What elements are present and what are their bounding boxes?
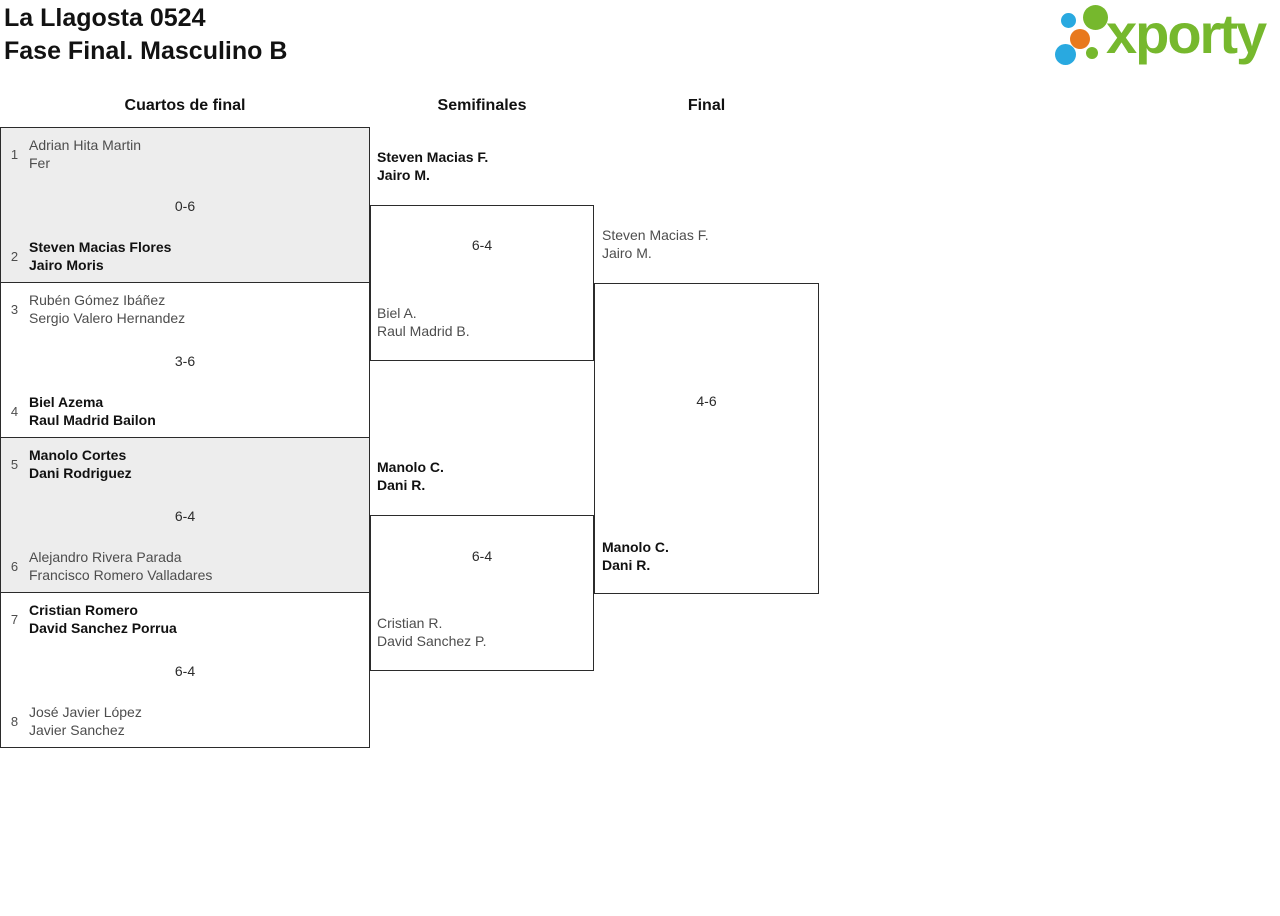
team-names: Steven Macias Flores Jairo Moris [29, 238, 171, 274]
match-score: 3-6 [174, 353, 196, 369]
team-slot-bottom: 8 José Javier López Javier Sanchez [8, 703, 361, 739]
team-names: Cristian Romero David Sanchez Porrua [29, 601, 177, 637]
team-name-line1: Steven Macias F. [602, 227, 709, 243]
seed-number: 3 [10, 301, 19, 317]
page-subtitle: Fase Final. Masculino B [4, 37, 288, 65]
final-team-top: Steven Macias F. Jairo M. [602, 226, 709, 262]
round-header-final: Final [687, 97, 726, 114]
team-name-line2: Jairo M. [602, 245, 652, 261]
semifinal-1-score: 6-4 [471, 237, 493, 253]
team-name-line1: Cristian R. [377, 615, 443, 631]
team-name-line1: Manolo C. [377, 459, 444, 475]
team-name-line2: David Sanchez P. [377, 633, 487, 649]
team-slot-top: 5 Manolo Cortes Dani Rodriguez [8, 446, 361, 482]
team-name-line2: Javier Sanchez [29, 722, 125, 738]
semifinal-1-team-bottom: Biel A. Raul Madrid B. [377, 304, 470, 340]
match-quarterfinal-1: 1 Adrian Hita Martin Fer 0-6 2 Steven Ma… [0, 127, 370, 283]
match-quarterfinal-2: 3 Rubén Gómez Ibáñez Sergio Valero Herna… [0, 282, 370, 438]
semifinal-2-score: 6-4 [471, 548, 493, 564]
team-names: Manolo Cortes Dani Rodriguez [29, 446, 132, 482]
team-slot-top: 1 Adrian Hita Martin Fer [8, 136, 361, 172]
seed-number: 4 [10, 403, 19, 419]
round-header-semifinals: Semifinales [437, 97, 527, 114]
semifinal-2-team-bottom: Cristian R. David Sanchez P. [377, 614, 486, 650]
team-name-line1: José Javier López [29, 704, 142, 720]
team-name-line1: Cristian Romero [29, 602, 138, 618]
logo-dot-blue-small-icon [1061, 13, 1076, 28]
team-name-line1: Adrian Hita Martin [29, 137, 142, 153]
logo-dot-blue-large-icon [1055, 44, 1076, 65]
xporty-logo[interactable]: xporty [1048, 0, 1278, 72]
page-title-block: La Llagosta 0524 Fase Final. Masculino B [4, 2, 287, 68]
team-slot-bottom: 4 Biel Azema Raul Madrid Bailon [8, 393, 361, 429]
final-team-bottom: Manolo C. Dani R. [602, 538, 669, 574]
team-name-line1: Alejandro Rivera Parada [29, 549, 182, 565]
match-quarterfinal-3: 5 Manolo Cortes Dani Rodriguez 6-4 6 Ale… [0, 437, 370, 593]
team-name-line2: Raul Madrid Bailon [29, 412, 156, 428]
team-name-line1: Steven Macias F. [377, 149, 489, 165]
match-score: 6-4 [174, 508, 196, 524]
team-slot-bottom: 2 Steven Macias Flores Jairo Moris [8, 238, 361, 274]
match-score: 0-6 [174, 198, 196, 214]
seed-number: 7 [10, 611, 19, 627]
team-name-line2: David Sanchez Porrua [29, 620, 177, 636]
match-semifinal-1-box [370, 205, 594, 361]
team-name-line1: Biel Azema [29, 394, 104, 410]
team-names: Alejandro Rivera Parada Francisco Romero… [29, 548, 212, 584]
semifinal-2-team-top: Manolo C. Dani R. [377, 458, 444, 494]
seed-number: 8 [10, 713, 19, 729]
team-name-line1: Manolo Cortes [29, 447, 127, 463]
team-name-line1: Rubén Gómez Ibáñez [29, 292, 166, 308]
team-name-line1: Steven Macias Flores [29, 239, 172, 255]
team-names: Adrian Hita Martin Fer [29, 136, 141, 172]
team-name-line1: Manolo C. [602, 539, 669, 555]
team-name-line1: Biel A. [377, 305, 417, 321]
team-name-line2: Jairo Moris [29, 257, 104, 273]
team-names: José Javier López Javier Sanchez [29, 703, 142, 739]
logo-dot-green-small-icon [1086, 47, 1098, 59]
team-names: Rubén Gómez Ibáñez Sergio Valero Hernand… [29, 291, 185, 327]
final-score: 4-6 [696, 393, 717, 409]
team-name-line2: Raul Madrid B. [377, 323, 470, 339]
logo-wordmark: xporty [1106, 2, 1267, 65]
team-name-line2: Francisco Romero Valladares [29, 567, 213, 583]
logo-dot-orange-icon [1070, 29, 1090, 49]
team-slot-top: 3 Rubén Gómez Ibáñez Sergio Valero Herna… [8, 291, 361, 327]
team-names: Biel Azema Raul Madrid Bailon [29, 393, 156, 429]
seed-number: 5 [10, 456, 19, 472]
seed-number: 1 [10, 146, 19, 162]
match-score: 6-4 [174, 663, 196, 679]
seed-number: 2 [10, 248, 19, 264]
seed-number: 6 [10, 558, 19, 574]
team-name-line2: Jairo M. [377, 167, 430, 183]
team-slot-top: 7 Cristian Romero David Sanchez Porrua [8, 601, 361, 637]
round-header-quarterfinals: Cuartos de final [124, 97, 246, 114]
semifinal-1-team-top: Steven Macias F. Jairo M. [377, 148, 488, 184]
team-name-line2: Fer [29, 155, 50, 171]
team-name-line2: Dani Rodriguez [29, 465, 132, 481]
match-final-box [594, 283, 819, 594]
match-quarterfinal-4: 7 Cristian Romero David Sanchez Porrua 6… [0, 592, 370, 748]
team-name-line2: Sergio Valero Hernandez [29, 310, 186, 326]
team-name-line2: Dani R. [602, 557, 651, 573]
team-name-line2: Dani R. [377, 477, 426, 493]
page-title: La Llagosta 0524 [4, 4, 206, 32]
match-semifinal-2-box [370, 515, 594, 671]
logo-dot-green-large-icon [1083, 5, 1108, 30]
team-slot-bottom: 6 Alejandro Rivera Parada Francisco Rome… [8, 548, 361, 584]
